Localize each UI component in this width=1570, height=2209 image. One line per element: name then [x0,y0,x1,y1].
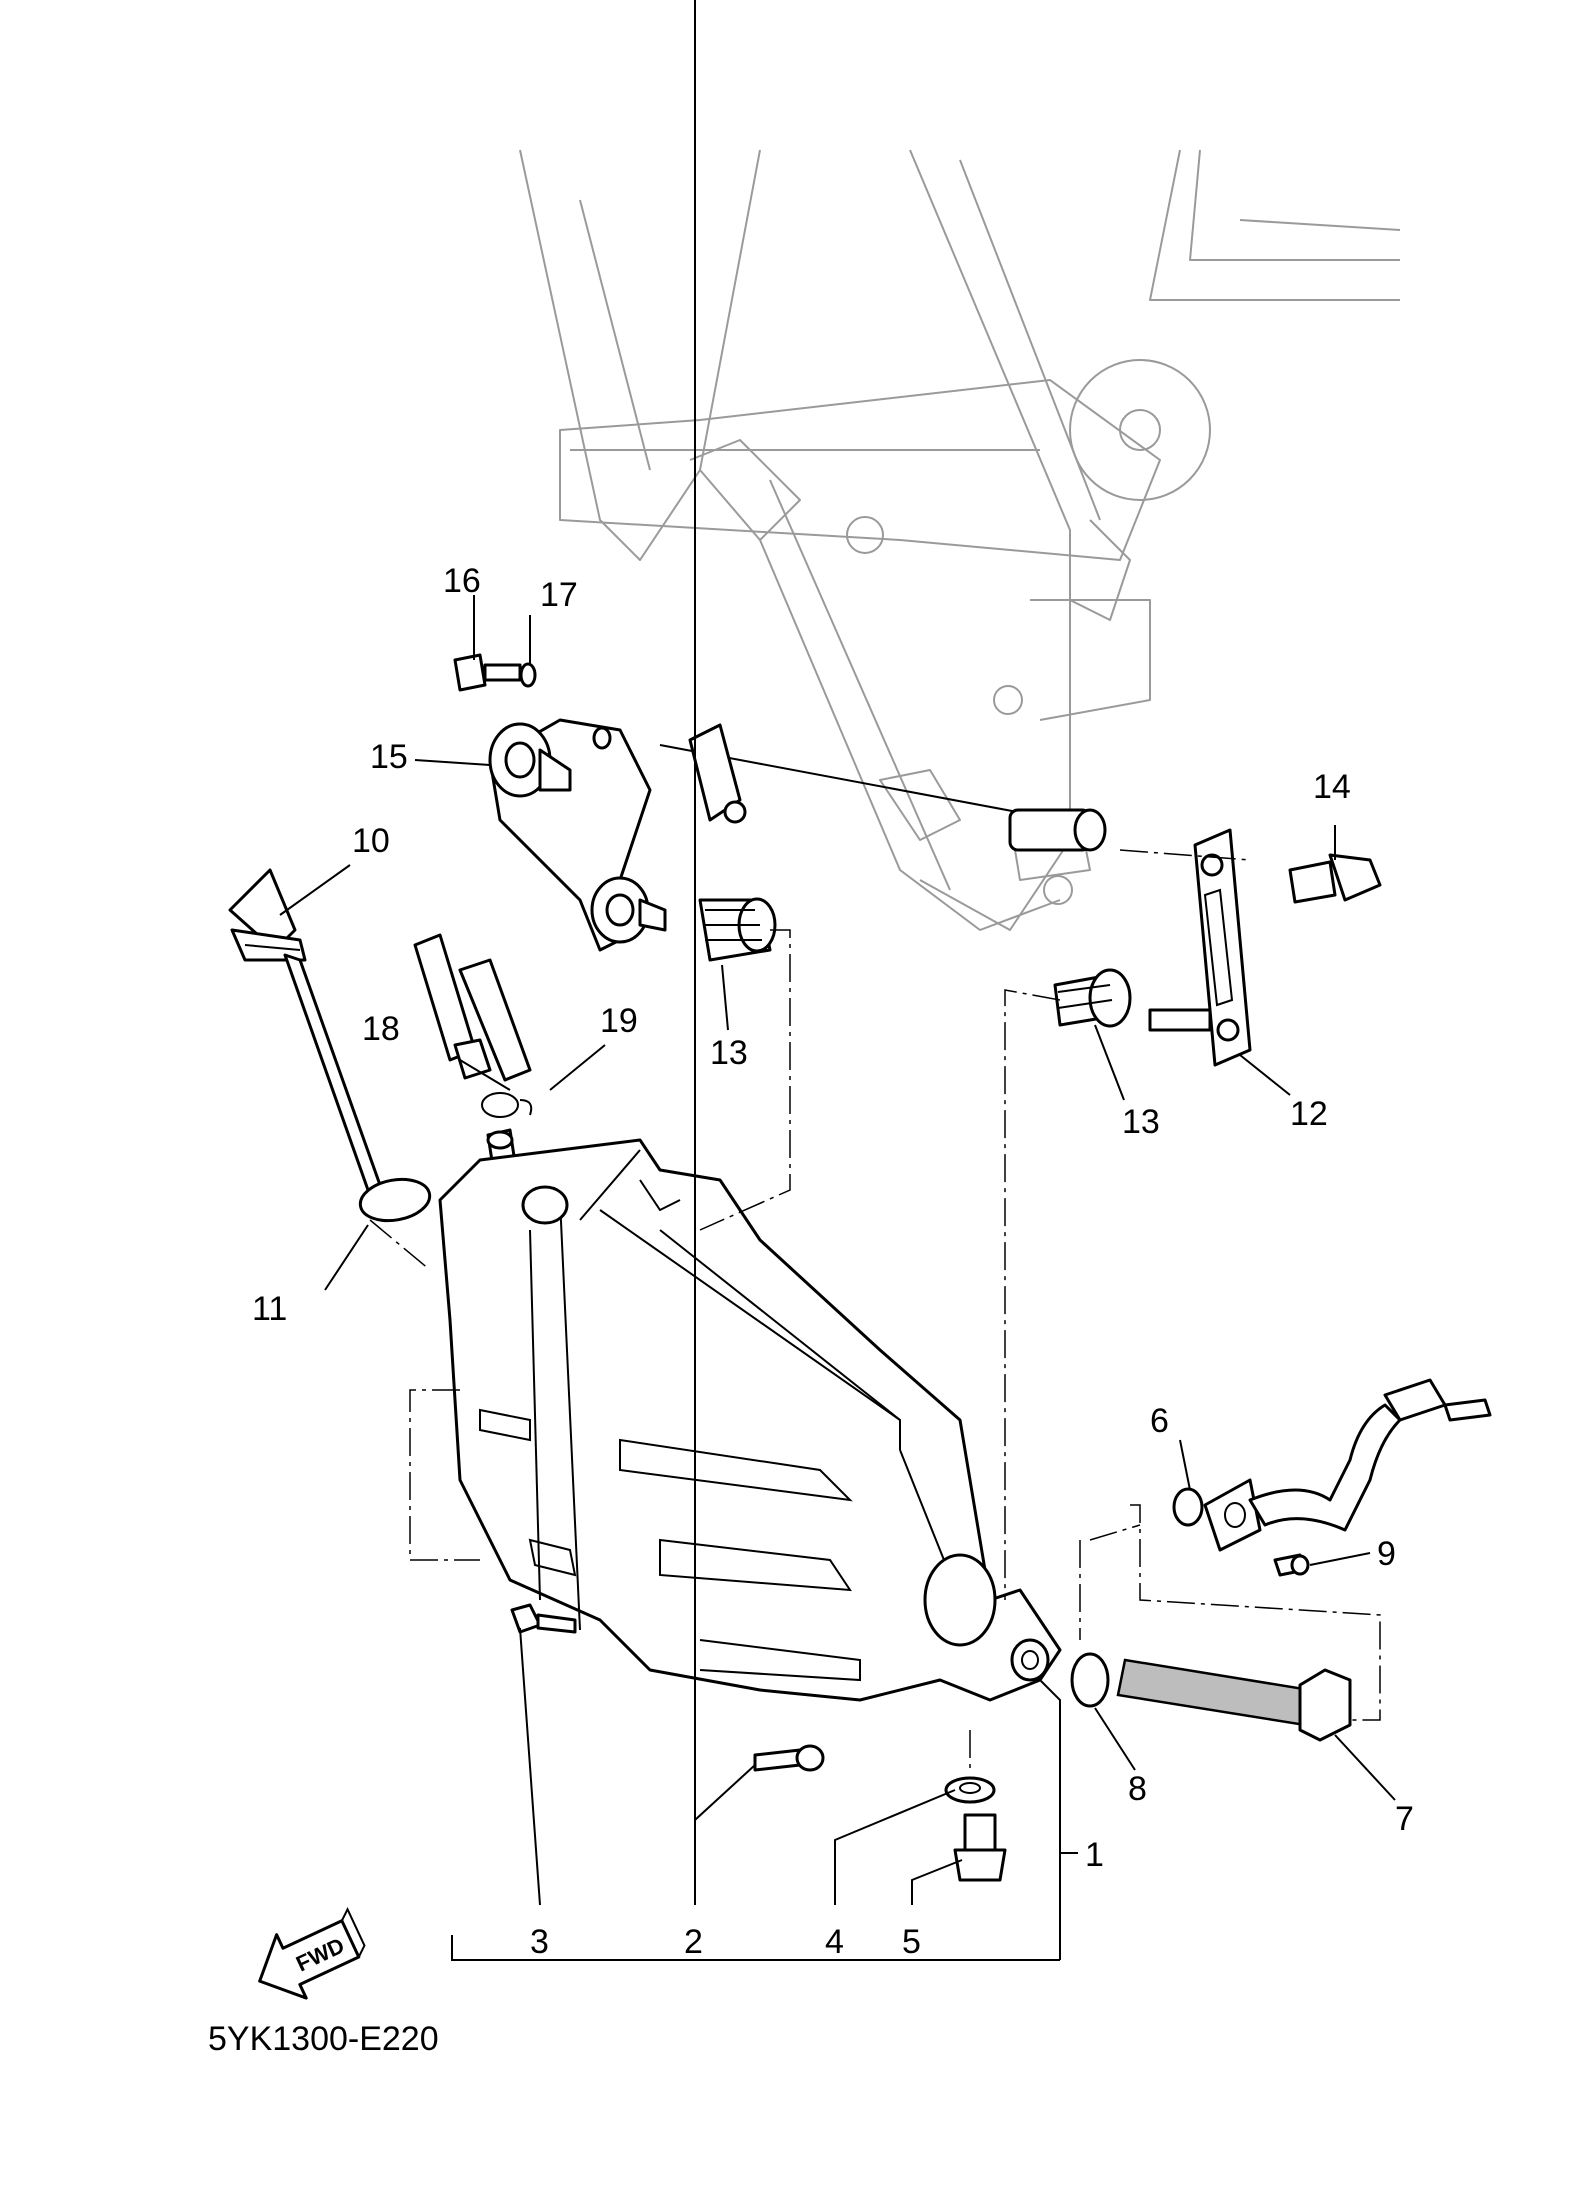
callout-5: 5 [902,1923,921,1961]
bracket-assembly [453,653,1107,952]
callout-17: 17 [540,576,578,614]
callout-19: 19 [600,1002,638,1040]
damper-bushings [698,897,1132,1028]
callout-8: 8 [1128,1770,1147,1808]
callout-4: 4 [825,1923,844,1961]
small-parts [510,1378,1492,1882]
callout-6: 6 [1150,1402,1169,1440]
motorcycle-frame [519,149,1401,931]
callout-11: 11 [252,1290,287,1328]
oil-dipstick [228,868,432,1223]
callout-16: 16 [443,562,481,600]
callout-3: 3 [530,1923,549,1961]
mounting-plate [1148,828,1382,1067]
callout-13-right: 13 [1122,1103,1160,1141]
callout-18: 18 [362,1010,400,1048]
callout-12: 12 [1290,1095,1328,1133]
callout-9: 9 [1377,1535,1396,1573]
callout-7: 7 [1395,1800,1414,1838]
diagram-code: 5YK1300-E220 [208,2020,439,2058]
callout-14: 14 [1313,768,1351,806]
fwd-arrow: FWD [258,1906,366,2000]
callout-15: 15 [370,738,408,776]
callout-10: 10 [352,822,390,860]
callout-labels: 1 2 3 4 5 6 7 8 9 10 11 12 13 13 14 15 1… [252,562,1414,1961]
callout-2: 2 [684,1923,703,1961]
alignment-lines [369,849,1381,1770]
oil-tank [438,1138,1062,1702]
callout-13-left: 13 [710,1034,748,1072]
callout-1: 1 [1085,1836,1104,1874]
leader-lines [279,0,1396,1961]
